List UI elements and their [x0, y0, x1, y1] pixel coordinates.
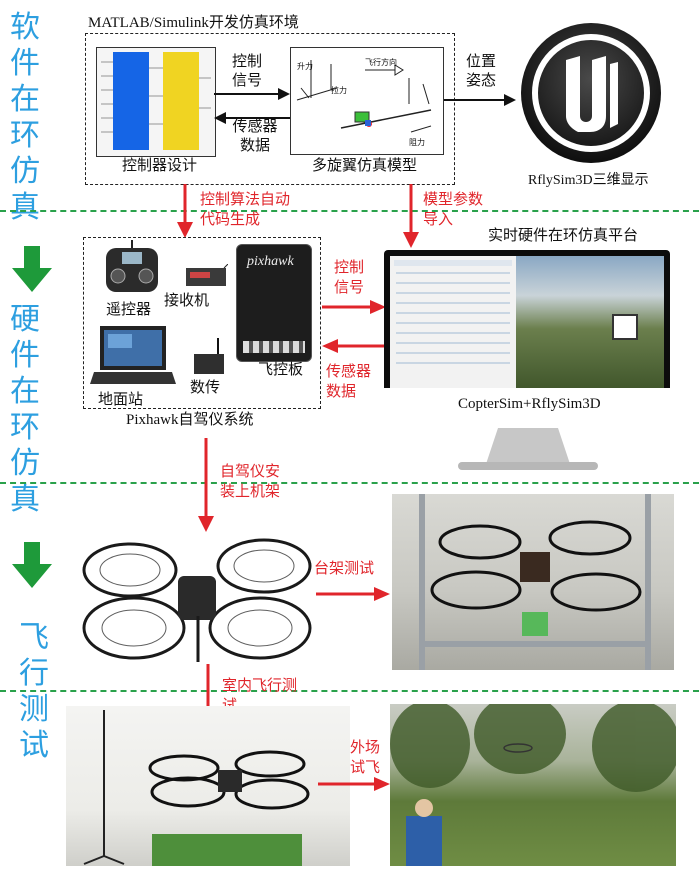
display-caption: RflySim3D三维显示 [528, 172, 649, 189]
monitor: CopterSim+RflySim3D [384, 250, 670, 428]
arrow-right-icon [318, 776, 390, 792]
receiver-label: 接收机 [164, 293, 209, 310]
telemetry-label: 数传 [190, 380, 220, 397]
env-title: MATLAB/Simulink开发仿真环境 [88, 15, 299, 32]
monitor-stand [458, 428, 598, 472]
multirotor-model-block: 升力 拉力 飞行方向 阻力 [290, 47, 444, 155]
stage-divider [0, 690, 699, 692]
model-import-label: 模型参数导入 [423, 190, 495, 230]
hil-sensor-data-text: 传感器数据 [326, 364, 371, 400]
install-label: 自驾仪安装上机架 [220, 462, 294, 502]
hil-sensor-data-label: 传感器数据 [326, 362, 380, 402]
arrow-down-icon [194, 438, 218, 534]
stage-arrow-down-icon [12, 542, 52, 590]
pixhawk-board: pixhawk [236, 244, 312, 362]
arrow-down-icon [173, 184, 197, 240]
arrow-left-icon [322, 338, 386, 354]
rflysim3d-logo-icon [518, 20, 664, 166]
outdoor-flight-photo [390, 704, 676, 866]
stage-label-hil-text: 硬件在环仿真 [10, 302, 40, 517]
pixhawk-brand: pixhawk [247, 253, 294, 270]
coptersim-titlebar [394, 260, 512, 266]
telemetry-radio-icon [188, 338, 228, 378]
hil-control-signal-text: 控制信号 [334, 260, 364, 296]
indoor-flight-photo [66, 706, 350, 866]
fc-label: 飞控板 [258, 362, 303, 379]
bench-rig-drawing [392, 494, 674, 670]
arrow-right-icon [214, 86, 290, 102]
install-text: 自驾仪安装上机架 [220, 464, 280, 500]
bench-label: 台架测试 [314, 560, 374, 578]
stage-label-sil: 软件在环仿真 [3, 10, 47, 226]
stage-label-hil: 硬件在环仿真 [3, 302, 47, 518]
stage-label-sil-text: 软件在环仿真 [10, 10, 40, 225]
bench-test-photo [392, 494, 674, 670]
sil-control-signal-text: 控制信号 [232, 54, 262, 89]
drag-label: 阻力 [409, 134, 425, 151]
rflysim3d-window [516, 256, 664, 388]
thrust-label: 拉力 [331, 82, 347, 99]
lift-label: 升力 [297, 58, 313, 75]
arrow-right-icon [444, 92, 516, 108]
sil-sensor-data-text: 传感器数据 [232, 119, 277, 154]
rc-label: 遥控器 [106, 302, 151, 319]
indoor-scene-drawing [66, 706, 350, 866]
controller-block [96, 47, 216, 157]
quadcopter-image [78, 530, 314, 666]
qr-code-icon [612, 314, 638, 340]
pixhawk-connectors [243, 341, 305, 353]
controller-caption: 控制器设计 [122, 158, 197, 175]
outdoor-label: 外场试飞 [350, 738, 386, 778]
model-import-text: 模型参数导入 [423, 192, 483, 228]
autopilot-caption: Pixhawk自驾仪系统 [126, 412, 254, 429]
outdoor-scene-drawing [390, 704, 676, 866]
stage-label-flight: 飞行测试 [12, 620, 56, 764]
pose-label: 位置姿态 [466, 53, 502, 91]
sil-sensor-data-label: 传感器数据 [229, 118, 281, 156]
stage-divider [0, 482, 699, 484]
rc-transmitter-icon [104, 240, 160, 296]
stage-arrow-down-icon [12, 246, 52, 294]
coptersim-controls [396, 272, 510, 372]
codegen-label: 控制算法自动代码生成 [200, 190, 300, 230]
coptersim-window [390, 256, 516, 388]
outdoor-text: 外场试飞 [350, 740, 380, 776]
model-caption: 多旋翼仿真模型 [312, 158, 417, 175]
arrow-right-icon [316, 586, 390, 602]
hil-control-signal-label: 控制信号 [334, 258, 368, 298]
laptop-ground-station-icon [90, 324, 176, 390]
monitor-caption: CopterSim+RflySim3D [458, 396, 601, 413]
arrow-down-icon [399, 184, 423, 250]
pose-text: 位置姿态 [466, 54, 496, 89]
receiver-icon [184, 264, 228, 290]
direction-label: 飞行方向 [365, 54, 397, 71]
controller-wiring [97, 48, 215, 156]
platform-title: 实时硬件在环仿真平台 [488, 228, 638, 245]
codegen-text: 控制算法自动代码生成 [200, 192, 290, 228]
arrow-right-icon [322, 299, 386, 315]
gcs-label: 地面站 [98, 392, 143, 409]
stage-divider [0, 210, 699, 212]
